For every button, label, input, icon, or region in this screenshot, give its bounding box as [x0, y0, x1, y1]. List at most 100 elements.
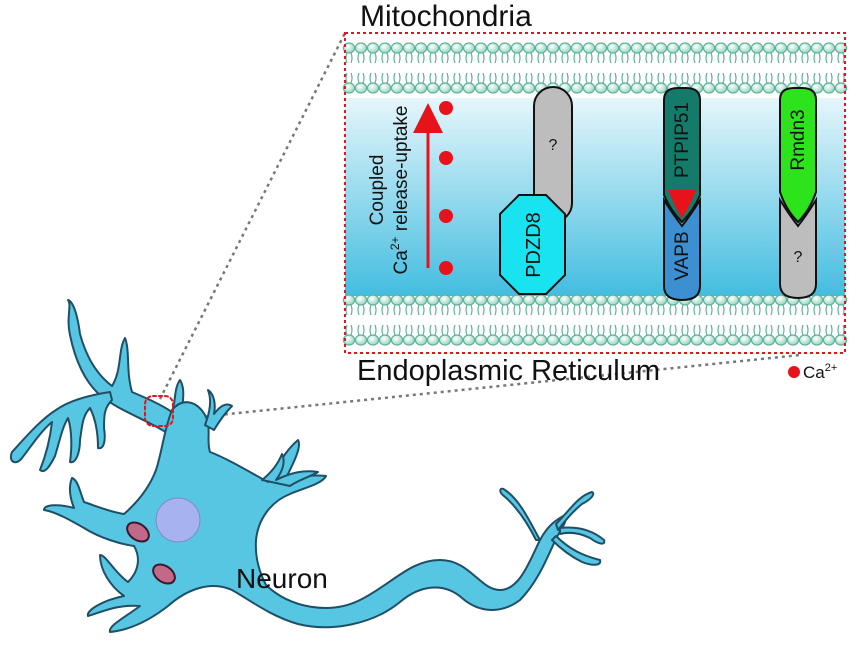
- lipid-head: [450, 82, 464, 94]
- lipid-head: [510, 294, 524, 306]
- lipid-tail: [837, 304, 845, 316]
- zoom-frame: [344, 32, 846, 354]
- lipid-tail: [429, 304, 437, 316]
- lipid-tail: [513, 52, 521, 64]
- lipid-head: [354, 42, 368, 54]
- lipid-head: [666, 334, 680, 346]
- lipid-tail: [789, 52, 797, 64]
- lipid-head: [642, 42, 656, 54]
- lipid-tail: [525, 72, 533, 84]
- lipid-head: [402, 334, 416, 346]
- lipid-head: [570, 294, 584, 306]
- lipid-head: [426, 42, 440, 54]
- lipid-tail: [441, 304, 449, 316]
- lipid-head: [438, 42, 452, 54]
- lipid-tail: [513, 304, 521, 316]
- lipid-head: [546, 334, 560, 346]
- lipid-head: [378, 294, 392, 306]
- lipid-head: [738, 334, 752, 346]
- lipid-tail: [693, 304, 701, 316]
- lipid-head: [594, 82, 608, 94]
- lipid-head: [402, 294, 416, 306]
- lipid-head: [486, 294, 500, 306]
- calcium-legend: Ca2+: [788, 362, 837, 382]
- calcium-ion: [439, 101, 453, 115]
- ptpip51-protein: [663, 87, 701, 224]
- lipid-head: [570, 334, 584, 346]
- lipid-head: [498, 334, 512, 346]
- lipid-tail: [513, 72, 521, 84]
- lipid-tail: [741, 324, 749, 336]
- side-line2: Ca2+ release-uptake: [388, 106, 412, 275]
- lipid-head: [822, 42, 836, 54]
- lipid-head: [402, 42, 416, 54]
- lipid-head: [642, 294, 656, 306]
- lipid-tail: [669, 304, 677, 316]
- lipid-head: [630, 334, 644, 346]
- lipid-tail: [477, 324, 485, 336]
- lipid-tail: [729, 324, 737, 336]
- lipid-tail: [837, 324, 845, 336]
- zoom-line-top: [158, 32, 347, 400]
- unknown-partner-2: [779, 196, 817, 300]
- lipid-head: [606, 334, 620, 346]
- lipid-tail: [417, 304, 425, 316]
- lipid-tail: [561, 72, 569, 84]
- lipid-head: [798, 334, 812, 346]
- lipid-head: [522, 42, 536, 54]
- lipid-tail: [477, 72, 485, 84]
- tether-rmdn3: Rmdn3 ?: [779, 87, 817, 300]
- lipid-tail: [489, 52, 497, 64]
- lipid-head: [414, 294, 428, 306]
- neuron-label: Neuron: [236, 563, 328, 594]
- lipid-head: [450, 334, 464, 346]
- er-membrane: [342, 294, 848, 346]
- apical-dendrite: [67, 299, 185, 441]
- lipid-tail: [789, 324, 797, 336]
- zoom-target: [144, 395, 174, 427]
- lipid-tail: [345, 324, 353, 336]
- lipid-head: [534, 294, 548, 306]
- lipid-head: [390, 82, 404, 94]
- lipid-head: [390, 42, 404, 54]
- lipid-tail: [597, 72, 605, 84]
- lipid-head: [450, 42, 464, 54]
- lipid-tail: [573, 324, 581, 336]
- lipid-tail: [645, 52, 653, 64]
- lipid-head: [618, 334, 632, 346]
- lipid-tail: [753, 52, 761, 64]
- lipid-head: [786, 42, 800, 54]
- tether-pdzd8: ? PDZD8: [499, 86, 573, 295]
- zoom-line-bottom: [189, 353, 801, 420]
- lipid-head: [390, 294, 404, 306]
- lipid-tail: [537, 52, 545, 64]
- neuron: [10, 299, 606, 633]
- lipid-tail: [525, 324, 533, 336]
- lipid-head: [378, 42, 392, 54]
- lipid-tail: [429, 324, 437, 336]
- lipid-head: [570, 82, 584, 94]
- lipid-head: [414, 82, 428, 94]
- lipid-tail: [357, 72, 365, 84]
- lipid-tail: [657, 72, 665, 84]
- lipid-tail: [465, 52, 473, 64]
- lipid-tail: [681, 324, 689, 336]
- lipid-head: [558, 294, 572, 306]
- lipid-tail: [405, 304, 413, 316]
- lipid-tail: [357, 52, 365, 64]
- lipid-tail: [381, 72, 389, 84]
- lipid-head: [726, 334, 740, 346]
- lipid-tail: [453, 72, 461, 84]
- lipid-head: [462, 82, 476, 94]
- lipid-tail: [453, 52, 461, 64]
- inset-panel: Coupled Ca2+ release-uptake ? PDZD8 PTPI…: [342, 32, 848, 354]
- lipid-tail: [801, 72, 809, 84]
- basal-branch-left: [10, 391, 113, 472]
- lipid-tail: [585, 52, 593, 64]
- lipid-head: [810, 42, 824, 54]
- lipid-head: [366, 82, 380, 94]
- lipid-head: [594, 294, 608, 306]
- lipid-head: [738, 294, 752, 306]
- lipid-tail: [657, 304, 665, 316]
- lipid-head: [462, 334, 476, 346]
